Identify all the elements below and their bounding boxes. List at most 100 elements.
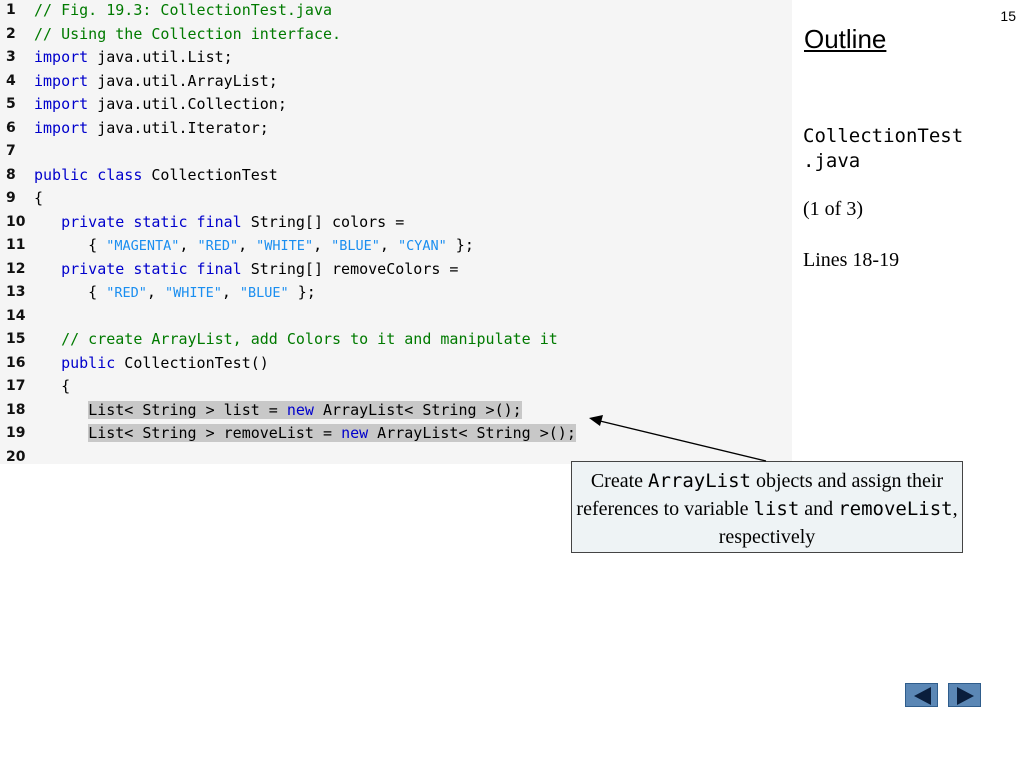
line-number: 12: [6, 260, 26, 277]
code-token-plain: ,: [379, 236, 398, 254]
line-number: 2: [6, 25, 16, 42]
highlighted-code: List< String > list = new ArrayList< Str…: [88, 400, 522, 419]
lines-reference: Lines 18-19: [803, 249, 900, 271]
code-line: 19 List< String > removeList = new Array…: [0, 422, 792, 445]
code-line: 10 private static final String[] colors …: [0, 211, 792, 234]
code-line: 1// Fig. 19.3: CollectionTest.java: [0, 0, 792, 22]
code-line: 7: [0, 140, 792, 163]
code-token-plain: List< String > removeList =: [88, 424, 342, 442]
line-number: 5: [6, 96, 16, 112]
callout-text-2: objects and assign their references to v…: [576, 470, 944, 520]
code-token-keyword: import: [34, 48, 89, 66]
code-token-plain: ,: [146, 283, 165, 301]
callout-code-arraylist: ArrayList: [648, 470, 751, 492]
code-token-plain: [34, 213, 61, 231]
file-name-line1: CollectionTest: [803, 125, 964, 147]
code-source: {: [34, 187, 43, 210]
line-number: 8: [6, 166, 16, 183]
line-number: 18: [6, 401, 26, 418]
code-source: import java.util.List;: [34, 46, 233, 69]
code-line: 8 public class CollectionTest: [0, 164, 792, 187]
callout-code-removelist: removeList: [838, 498, 953, 520]
code-token-plain: {: [34, 236, 107, 254]
code-token-plain: {: [34, 377, 71, 395]
file-name: CollectionTest .java: [803, 124, 963, 174]
line-number: 1: [6, 2, 16, 18]
line-number: 14: [6, 307, 26, 324]
code-line: 12 private static final String[] removeC…: [0, 258, 792, 281]
outline-title[interactable]: Outline: [804, 24, 887, 54]
code-token-keyword: new: [286, 400, 314, 419]
code-token-keyword: import: [34, 118, 89, 137]
code-token-plain: java.util.List;: [88, 48, 233, 66]
code-token-plain: ,: [179, 236, 198, 254]
line-number: 13: [6, 284, 26, 300]
code-token-comment: // Using the Collection interface.: [34, 24, 342, 43]
code-token-keyword: import: [34, 95, 89, 113]
callout-text-4: , respectively: [718, 498, 958, 548]
triangle-left-icon: [914, 687, 931, 705]
code-token-keyword: import: [34, 71, 89, 90]
line-number: 10: [6, 213, 26, 230]
code-line: 18 List< String > list = new ArrayList< …: [0, 399, 792, 422]
callout-box: Create ArrayList objects and assign thei…: [571, 461, 963, 553]
code-source: { "MAGENTA", "RED", "WHITE", "BLUE", "CY…: [34, 234, 474, 258]
code-token-comment: // create ArrayList, add Colors to it an…: [61, 330, 558, 348]
file-name-line2: .java: [803, 150, 861, 172]
code-line: 6 import java.util.Iterator;: [0, 117, 792, 140]
code-line: 20: [0, 446, 792, 469]
code-source: private static final String[] removeColo…: [34, 258, 458, 281]
code-line: 17 {: [0, 375, 792, 398]
code-source: List< String > list = new ArrayList< Str…: [34, 399, 522, 422]
code-token-plain: };: [446, 236, 474, 254]
code-token-string: "CYAN": [397, 238, 447, 254]
code-line: 16 public CollectionTest(): [0, 352, 792, 375]
code-line: 9{: [0, 187, 792, 210]
code-token-plain: ,: [313, 236, 332, 254]
code-token-string: "RED": [197, 238, 239, 254]
code-source: import java.util.Collection;: [34, 93, 287, 116]
code-token-plain: List< String > list =: [88, 400, 287, 419]
code-token-plain: ArrayList< String >();: [313, 400, 522, 419]
code-line: 4 import java.util.ArrayList;: [0, 70, 792, 93]
line-number: 11: [6, 237, 26, 253]
code-token-plain: java.util.ArrayList;: [88, 71, 278, 90]
code-source: { "RED", "WHITE", "BLUE" };: [34, 281, 316, 305]
callout-text-3: and: [799, 498, 839, 520]
triangle-right-icon: [957, 687, 974, 705]
code-token-plain: java.util.Iterator;: [88, 118, 269, 137]
page-number: 15: [1000, 8, 1016, 24]
code-indent: [34, 424, 88, 442]
code-token-plain: CollectionTest(): [115, 353, 269, 372]
line-number: 16: [6, 354, 26, 371]
code-source: import java.util.Iterator;: [34, 117, 269, 140]
code-token-plain: CollectionTest: [142, 165, 278, 184]
next-slide-button[interactable]: [948, 683, 981, 707]
code-source: import java.util.ArrayList;: [34, 70, 278, 93]
code-source: // Using the Collection interface.: [34, 23, 341, 46]
code-token-plain: {: [34, 189, 44, 207]
code-token-keyword: public class: [34, 165, 143, 184]
line-number: 9: [6, 190, 16, 206]
line-number: 4: [6, 72, 16, 89]
previous-slide-button[interactable]: [905, 683, 938, 707]
code-line: 2 // Using the Collection interface.: [0, 23, 792, 46]
code-token-keyword: private static final: [61, 212, 242, 231]
code-token-string: "WHITE": [256, 238, 314, 254]
callout-text-1: Create: [590, 470, 649, 492]
code-token-plain: java.util.Collection;: [88, 95, 287, 113]
code-token-keyword: private static final: [61, 259, 242, 278]
code-token-plain: ArrayList< String >();: [368, 424, 576, 442]
line-number: 7: [6, 143, 16, 159]
line-number: 6: [6, 119, 16, 136]
code-token-plain: ,: [238, 236, 257, 254]
code-line: 13 { "RED", "WHITE", "BLUE" };: [0, 281, 792, 304]
code-token-plain: [34, 330, 61, 348]
line-number: 19: [6, 425, 26, 441]
code-token-plain: [34, 260, 61, 278]
code-source: // create ArrayList, add Colors to it an…: [34, 328, 558, 351]
code-source: List< String > removeList = new ArrayLis…: [34, 422, 576, 445]
code-line: 14: [0, 305, 792, 328]
line-number: 15: [6, 331, 26, 347]
